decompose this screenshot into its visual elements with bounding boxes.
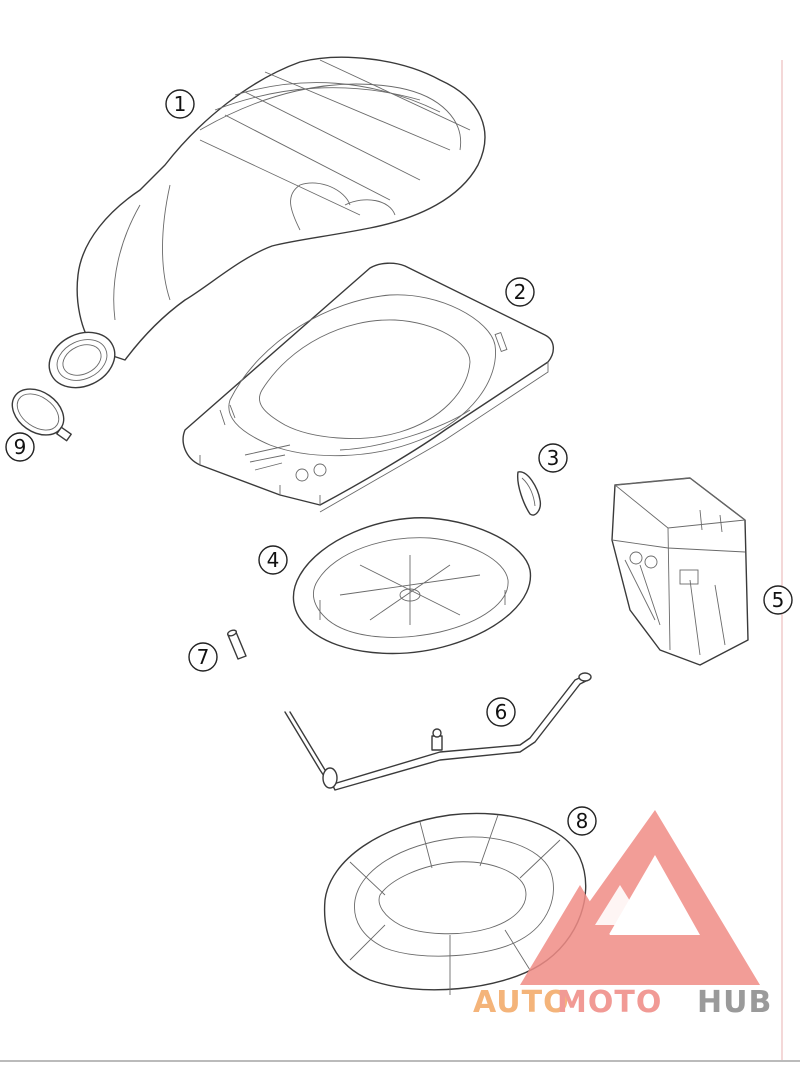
callout-3: 3 <box>538 443 568 473</box>
watermark-text-hub: HUB <box>697 985 772 1020</box>
svg-text:3: 3 <box>547 446 560 470</box>
part-1-intake-duct <box>48 56 486 389</box>
svg-text:4: 4 <box>267 548 280 572</box>
callout-2: 2 <box>505 277 535 307</box>
part-2-filter-cover <box>182 262 554 513</box>
callout-7: 7 <box>188 642 218 672</box>
svg-text:9: 9 <box>14 435 27 459</box>
svg-text:2: 2 <box>514 280 527 304</box>
part-5-intake-box <box>611 477 749 666</box>
svg-text:7: 7 <box>197 645 210 669</box>
svg-text:8: 8 <box>576 809 589 833</box>
part-7-pin <box>226 629 247 660</box>
watermark-text-moto: MOTO <box>557 985 662 1020</box>
part-9-clamp-ring <box>11 388 72 442</box>
part-3-clip <box>516 471 542 516</box>
svg-text:6: 6 <box>495 700 508 724</box>
callout-6: 6 <box>486 697 516 727</box>
watermark-text-auto: AUTO <box>473 985 570 1020</box>
svg-text:5: 5 <box>772 588 785 612</box>
part-4-filter-base <box>292 517 532 655</box>
callout-8: 8 <box>567 806 597 836</box>
callout-4: 4 <box>258 545 288 575</box>
part-6-bracket <box>284 672 592 791</box>
svg-text:1: 1 <box>174 92 187 116</box>
watermark-triangle-icon <box>520 810 760 985</box>
watermark-text: AUTO MOTO HUB <box>473 985 772 1020</box>
callout-5: 5 <box>763 585 793 615</box>
callout-9: 9 <box>5 432 35 462</box>
part-8-filter-element <box>323 812 587 995</box>
callout-1: 1 <box>165 89 195 119</box>
watermark-logo <box>520 810 760 985</box>
